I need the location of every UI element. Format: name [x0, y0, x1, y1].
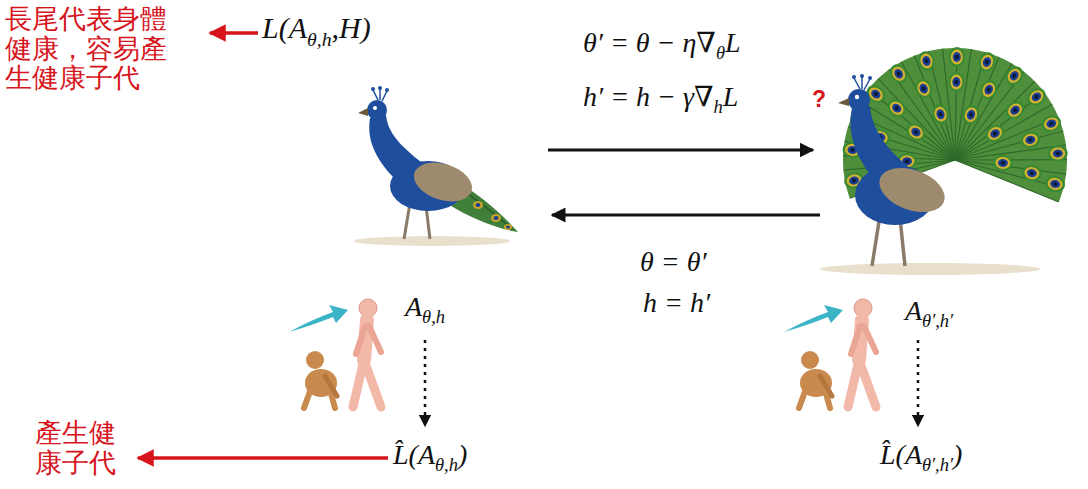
math-text: h′ = h − γ∇ — [583, 81, 714, 112]
math-text: ? — [812, 86, 826, 112]
formula: Aθ′,h′ — [905, 294, 953, 332]
eye-spot — [916, 49, 937, 73]
formula: Aθ,h — [405, 290, 445, 328]
eye-spot — [977, 77, 1000, 102]
eye-spot — [960, 103, 982, 127]
eye-spot — [1039, 113, 1063, 135]
math-text: A — [405, 291, 422, 322]
dotted-arrow — [917, 340, 920, 426]
backward-arrow — [552, 214, 820, 217]
eye-spot — [982, 121, 1008, 145]
formula: L(Aθ,h,H) — [262, 10, 371, 51]
eye-spot — [1002, 98, 1028, 123]
math-text: θ = θ′ — [640, 246, 707, 277]
dotted-arrow — [424, 340, 427, 426]
math-text: ) — [953, 439, 962, 470]
eye-spot — [1002, 63, 1027, 89]
eye-spot — [903, 120, 929, 145]
peacock-short-tail — [354, 86, 518, 246]
math-text: L(A — [262, 11, 307, 44]
formula: θ′ = θ − η∇θL — [583, 26, 741, 64]
annotation: 產生健康子代 — [35, 417, 116, 478]
eye-spot — [1044, 174, 1067, 194]
subscript: θ′,h′ — [922, 311, 953, 331]
eye-spot — [1021, 164, 1043, 183]
math-text: A — [905, 295, 922, 326]
formula: ? — [812, 86, 826, 114]
math-text: L̂(A — [393, 439, 435, 470]
math-text: ,H) — [332, 11, 371, 44]
subscript: θ′,h′ — [922, 455, 953, 475]
formula: L̂(Aθ,h) — [393, 438, 467, 476]
math-text: L — [723, 81, 739, 112]
eye-spot — [949, 47, 965, 67]
annotation: 長尾代表身體健康，容易產生健康子代 — [5, 3, 167, 93]
forward-arrow — [548, 149, 813, 152]
eye-spot — [976, 50, 997, 74]
eye-spot — [1019, 129, 1042, 150]
eye-spot — [1024, 84, 1050, 109]
red-arrow — [210, 31, 258, 35]
formula: h′ = h − γ∇hL — [583, 80, 738, 118]
eye-spot — [884, 96, 910, 121]
feather-shaft — [955, 131, 1063, 160]
subscript: θ,h — [307, 28, 332, 50]
math-text: L — [725, 27, 741, 58]
subscript: h — [714, 97, 723, 117]
math-text: θ′ = θ − η∇ — [583, 27, 716, 58]
eye-spot — [948, 72, 964, 92]
subscript: θ — [716, 43, 725, 63]
math-text: ) — [458, 439, 467, 470]
formula: h = h′ — [643, 286, 710, 320]
subscript: θ,h — [435, 455, 458, 475]
evolution-icon — [289, 299, 381, 408]
math-text: h = h′ — [643, 287, 710, 318]
feather-shaft — [955, 104, 1052, 160]
red-arrow — [138, 456, 388, 460]
feather-shaft — [901, 62, 955, 160]
eye-spot — [912, 76, 935, 101]
red-note: 長尾代表身體健康，容易產生健康子代 — [5, 4, 172, 93]
eye-spot — [1047, 145, 1068, 162]
peacock-long-tail — [820, 47, 1068, 275]
eye-spot — [887, 61, 911, 86]
formula: L̂(Aθ′,h′) — [880, 438, 962, 476]
evolution-icon — [784, 299, 876, 408]
formula: θ = θ′ — [640, 245, 707, 279]
eye-spot — [930, 102, 951, 126]
subscript: θ,h — [422, 307, 445, 327]
red-note: 產生健康子代 — [35, 418, 121, 477]
eye-spot — [992, 154, 1013, 171]
math-text: L̂(A — [880, 439, 922, 470]
